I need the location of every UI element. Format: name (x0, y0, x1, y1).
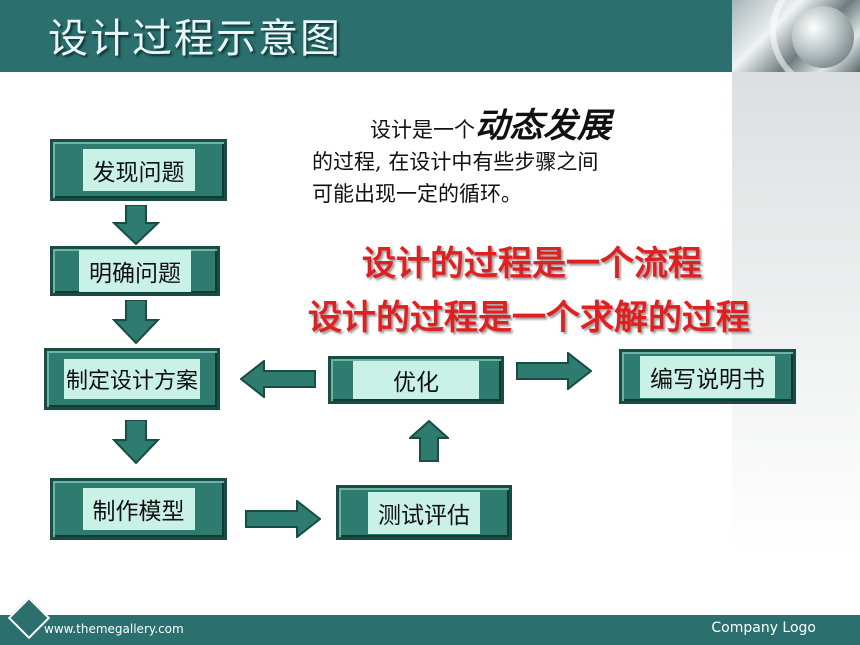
red-heading-2: 设计的过程是一个求解的过程 (308, 298, 750, 338)
description-prefix: 设计是一个 (370, 118, 475, 142)
flow-label: 制定设计方案 (63, 359, 200, 399)
flow-label: 发现问题 (82, 149, 195, 191)
description-text: 设计是一个动态发展 的过程, 在设计中有些步骤之间 可能出现一定的循环。 (312, 109, 702, 210)
flow-label: 测试评估 (368, 491, 480, 534)
flow-box-optimize: 优化 (328, 356, 504, 404)
flow-label: 明确问题 (79, 250, 191, 292)
description-emphasis: 动态发展 (475, 106, 611, 146)
header-bar: 设计过程示意图 (0, 0, 860, 92)
flow-box-write-manual: 编写说明书 (619, 349, 796, 404)
flow-box-clarify-problem: 明确问题 (50, 246, 220, 296)
flow-label: 制作模型 (82, 488, 195, 530)
flow-box-make-model: 制作模型 (50, 478, 227, 540)
footer-website: www.themegallery.com (44, 622, 184, 636)
arrow-left-optimize-to-plan (240, 360, 316, 398)
decorative-right-band (732, 72, 860, 552)
description-line-1: 设计是一个动态发展 (312, 109, 702, 146)
arrow-down-3 (112, 420, 161, 464)
flow-box-make-plan: 制定设计方案 (44, 348, 220, 410)
flow-label: 优化 (353, 361, 479, 399)
footer-company-logo: Company Logo (711, 620, 816, 636)
arrow-right-model-to-test (245, 500, 321, 538)
description-line-3: 可能出现一定的循环。 (312, 182, 522, 206)
arrow-up-test-to-optimize (409, 420, 449, 462)
flow-box-test-evaluate: 测试评估 (336, 485, 512, 540)
footer-bar: www.themegallery.com Company Logo (0, 615, 860, 645)
slide-title: 设计过程示意图 (48, 16, 342, 62)
arrow-right-optimize-to-manual (516, 352, 592, 390)
flow-label: 编写说明书 (640, 355, 775, 398)
flow-box-find-problem: 发现问题 (50, 139, 227, 201)
decorative-header-image (732, 0, 860, 92)
arrow-down-2 (112, 300, 161, 344)
red-heading-1: 设计的过程是一个流程 (362, 244, 702, 284)
description-line-2: 的过程, 在设计中有些步骤之间 (312, 150, 599, 174)
arrow-down-1 (112, 205, 161, 245)
